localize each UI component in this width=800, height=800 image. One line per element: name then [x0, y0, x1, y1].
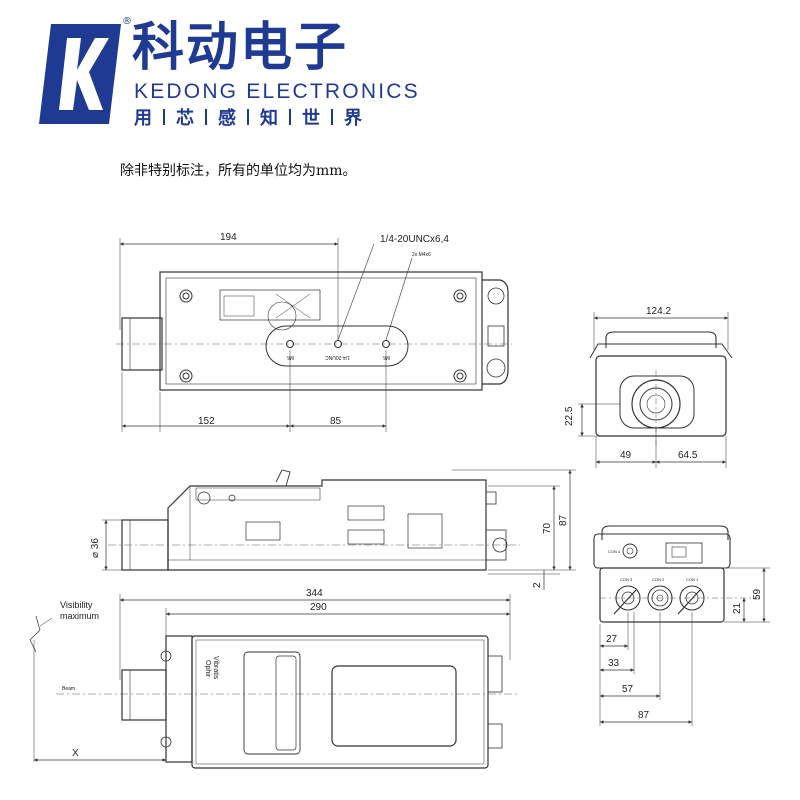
beam-label: Beam — [62, 686, 75, 692]
dim-2: 2 — [532, 582, 543, 588]
con3-label: CON 3 — [620, 577, 633, 582]
dim-344: 344 — [306, 588, 323, 599]
slogan-char: 芯 — [176, 108, 194, 129]
slogan-char: 用 — [134, 108, 152, 129]
dim-87-connector: 87 — [638, 710, 650, 721]
brand-name-en: KEDONG ELECTRONICS — [134, 80, 420, 103]
slot-label-m6-left: M6 — [287, 354, 294, 360]
company-logo-icon — [37, 18, 125, 130]
bottom-view — [29, 594, 520, 769]
slogan-char: 感 — [218, 108, 236, 129]
end-view-top — [578, 312, 733, 468]
visibility-label-2: maximum — [60, 611, 99, 621]
registered-mark: ® — [122, 16, 132, 27]
device-brand: Ophir — [204, 660, 211, 678]
dim-27: 27 — [606, 634, 618, 645]
device-model: Vibratis — [212, 656, 219, 680]
dim-87-side: 87 — [558, 514, 569, 526]
dim-diameter-36: ⌀ 36 — [90, 538, 101, 558]
slogan-char: 知 — [260, 108, 278, 129]
dim-290: 290 — [310, 602, 327, 613]
x-label: X — [72, 748, 79, 759]
slogan-char: 界 — [344, 108, 362, 129]
con4-label: CON 4 — [608, 549, 621, 554]
visibility-label-1: Visibility — [60, 600, 93, 610]
dim-70: 70 — [542, 522, 553, 534]
brand-slogan: 用 芯 感 知 世 界 — [134, 104, 362, 130]
dim-59: 59 — [752, 588, 763, 600]
brand-name-cn: 科动电子 — [132, 18, 349, 78]
dim-85: 85 — [330, 416, 342, 427]
side-view — [102, 469, 576, 590]
dim-124-2: 124.2 — [646, 306, 671, 317]
dim-57: 57 — [622, 684, 634, 695]
dim-33: 33 — [608, 658, 620, 669]
con2-label: CON 2 — [652, 577, 665, 582]
con1-label: CON 1 — [686, 577, 699, 582]
hole-label: 2x M4x6 — [412, 252, 431, 258]
dim-49: 49 — [620, 450, 632, 461]
dim-152: 152 — [198, 416, 215, 427]
slot-label-m6-right: M6 — [383, 354, 390, 360]
dim-194: 194 — [220, 232, 237, 243]
slot-label-unc: 1/4-20UNC — [325, 354, 350, 360]
slogan-char: 世 — [302, 108, 320, 129]
units-note: 除非特别标注，所有的单位均为mm。 — [120, 163, 357, 179]
thread-label: 1/4-20UNCx6,4 — [380, 234, 449, 245]
dim-21: 21 — [732, 602, 743, 614]
dim-22-5: 22.5 — [564, 406, 575, 426]
dim-64-5: 64.5 — [678, 450, 698, 461]
connector-view — [593, 525, 770, 726]
top-view — [116, 238, 512, 432]
